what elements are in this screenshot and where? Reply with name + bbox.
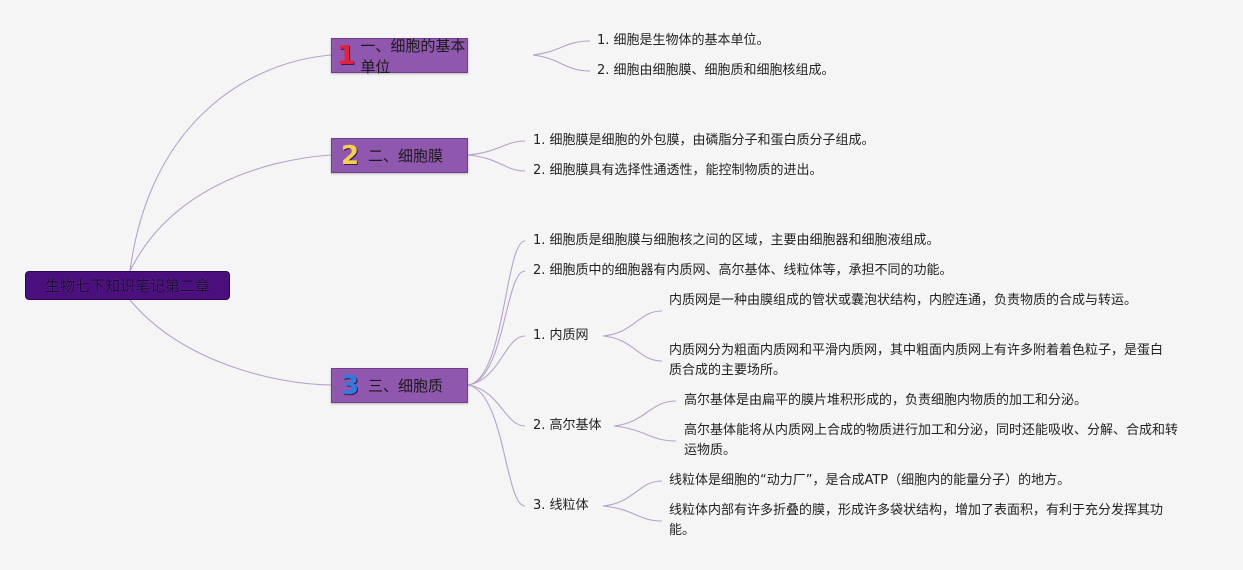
topic-cell-basic-unit[interactable]: 1 一、细胞的基本单位 xyxy=(331,37,468,76)
leaf-item[interactable]: 1. 细胞膜是细胞的外包膜，由磷脂分子和蛋白质分子组成。 xyxy=(533,133,875,148)
leaf-item[interactable]: 高尔基体是由扁平的膜片堆积形成的，负责细胞内物质的加工和分泌。 xyxy=(684,393,1088,408)
topic-cytoplasm[interactable]: 3 三、细胞质 xyxy=(331,368,468,403)
topic-title: 三、细胞质 xyxy=(368,377,444,395)
leaf-item[interactable]: 1. 细胞是生物体的基本单位。 xyxy=(597,33,770,48)
number-1-icon: 1 xyxy=(337,40,356,71)
topic-title: 二、细胞膜 xyxy=(368,147,444,165)
link-root-topic3 xyxy=(129,299,332,386)
root-topic[interactable]: 生物七下知识笔记第二章 xyxy=(25,271,230,300)
link-topic2-point1 xyxy=(467,140,526,156)
leaf-item[interactable]: 线粒体内部有许多折叠的膜，形成许多袋状结构，增加了表面积，有利于充分发挥其功能。 xyxy=(669,503,1164,538)
link-golgi-detail2 xyxy=(613,425,677,442)
link-topic3-point1 xyxy=(467,240,526,386)
number-3-icon: 3 xyxy=(340,370,360,401)
link-er-detail2 xyxy=(602,335,663,362)
link-topic3-er xyxy=(467,335,526,386)
leaf-item[interactable]: 1. 细胞质是细胞膜与细胞核之间的区域，主要由细胞器和细胞液组成。 xyxy=(533,233,940,248)
root-title: 生物七下知识笔记第二章 xyxy=(44,277,210,295)
link-topic1-point1 xyxy=(532,40,591,56)
link-topic3-mito xyxy=(467,384,526,507)
number-2-icon: 2 xyxy=(340,140,360,171)
leaf-item[interactable]: 内质网分为粗面内质网和平滑内质网，其中粗面内质网上有许多附着着色粒子，是蛋白质合… xyxy=(669,343,1164,378)
link-er-detail1 xyxy=(602,310,663,337)
leaf-item[interactable]: 2. 细胞膜具有选择性通透性，能控制物质的进出。 xyxy=(533,163,823,178)
link-topic3-golgi xyxy=(467,384,526,427)
topic-title: 一、细胞的基本单位 xyxy=(360,36,466,76)
link-topic3-point2 xyxy=(467,270,526,386)
link-root-topic1 xyxy=(129,54,332,272)
organelle-er[interactable]: 1. 内质网 xyxy=(533,328,589,343)
organelle-golgi[interactable]: 2. 高尔基体 xyxy=(533,418,602,433)
topic-cell-membrane[interactable]: 2 二、细胞膜 xyxy=(331,138,468,173)
link-mito-detail1 xyxy=(602,480,663,507)
leaf-item[interactable]: 内质网是一种由膜组成的管状或囊泡状结构，内腔连通，负责物质的合成与转运。 xyxy=(669,293,1138,308)
leaf-item[interactable]: 高尔基体能将从内质网上合成的物质进行加工和分泌，同时还能吸收、分解、合成和转运物… xyxy=(684,423,1179,458)
leaf-item[interactable]: 2. 细胞质中的细胞器有内质网、高尔基体、线粒体等，承担不同的功能。 xyxy=(533,263,953,278)
link-golgi-detail1 xyxy=(613,400,677,427)
link-topic2-point2 xyxy=(467,154,526,172)
link-root-topic2 xyxy=(129,154,332,272)
leaf-item[interactable]: 线粒体是细胞的“动力厂”，是合成ATP（细胞内的能量分子）的地方。 xyxy=(669,473,1071,488)
leaf-item[interactable]: 2. 细胞由细胞膜、细胞质和细胞核组成。 xyxy=(597,63,835,78)
link-mito-detail2 xyxy=(602,505,663,522)
link-topic1-point2 xyxy=(532,54,591,72)
organelle-mitochondria[interactable]: 3. 线粒体 xyxy=(533,498,589,513)
